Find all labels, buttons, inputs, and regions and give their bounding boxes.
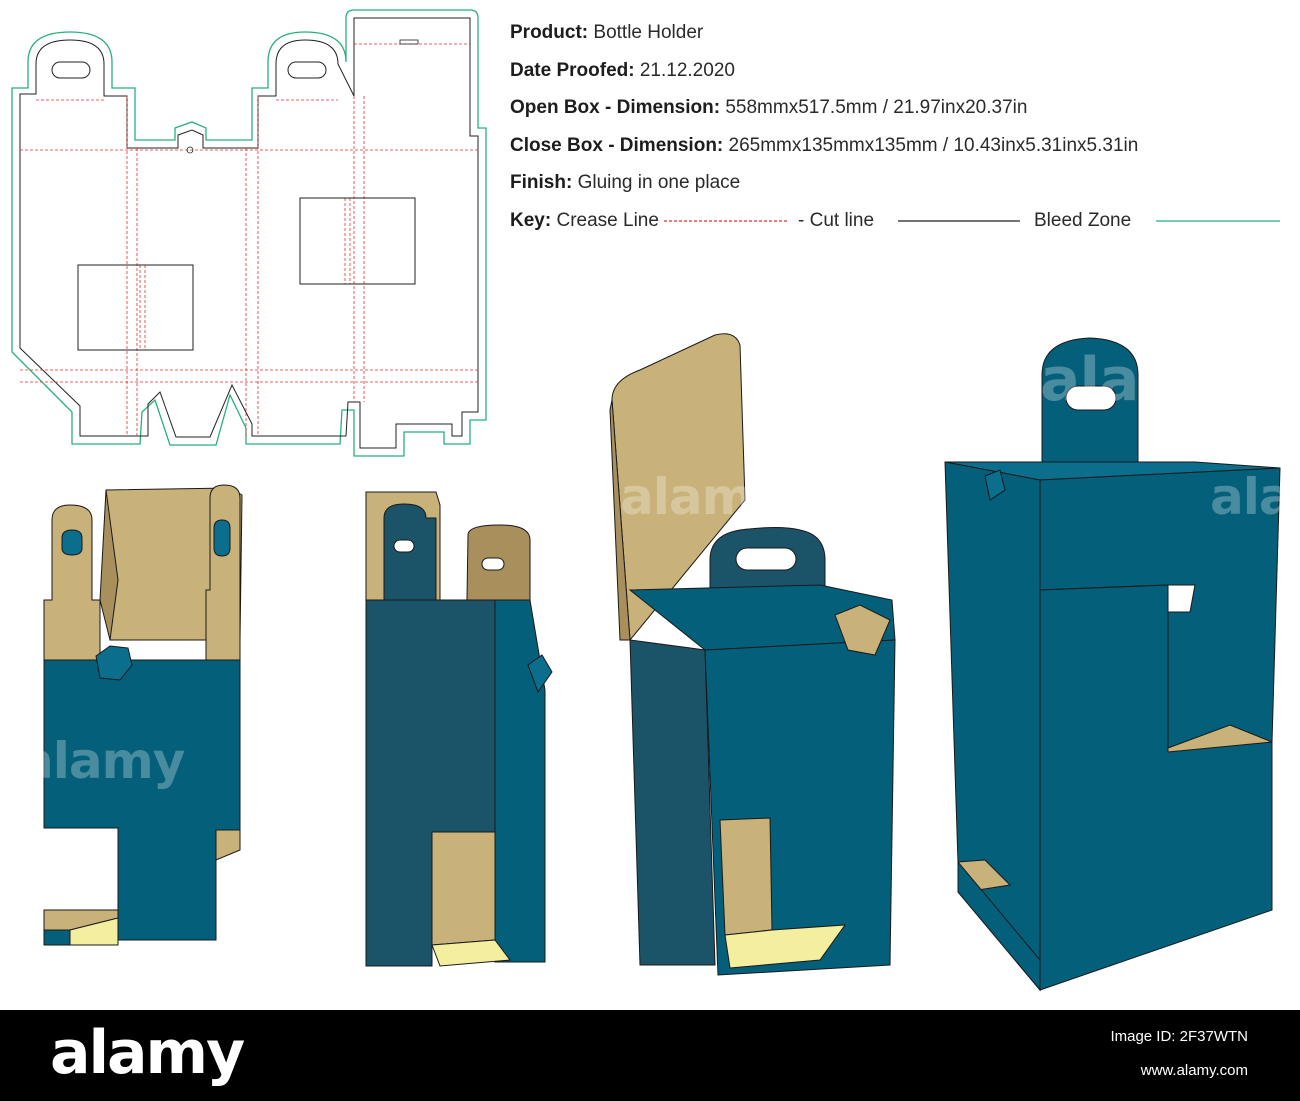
spec-product-label: Product: [510, 22, 589, 43]
spec-open-box: Open Box - Dimension: 558mmx517.5mm / 21… [510, 97, 1027, 119]
spec-product: Product: Bottle Holder [510, 22, 703, 44]
spec-product-value: Bottle Holder [593, 22, 704, 43]
spec-date-value: 21.12.2020 [639, 60, 735, 81]
spec-finish-value: Gluing in one place [577, 172, 741, 193]
spec-key: Key: Crease Line [510, 210, 659, 232]
footer-logo: alamy [50, 1018, 245, 1088]
footer-site: www.alamy.com [1140, 1062, 1248, 1079]
box-render-front-open [43, 484, 243, 946]
key-cut-label: - Cut line [798, 210, 875, 231]
bleed-outline [11, 9, 487, 457]
spec-date-label: Date Proofed: [510, 60, 635, 81]
handle-hole-left [51, 61, 91, 79]
handle-hole-right [287, 61, 327, 79]
spec-close-value: 265mmx135mmx135mm / 10.43inx5.31inx5.31i… [728, 135, 1139, 156]
footer-bar: alamy Image ID: 2F37WTN www.alamy.com [0, 1010, 1300, 1101]
spec-finish-label: Finish: [510, 172, 573, 193]
key-bleed-label: Bleed Zone [1034, 210, 1132, 231]
window-cutout-right [299, 197, 416, 285]
spec-finish: Finish: Gluing in one place [510, 172, 740, 194]
spec-close-label: Close Box - Dimension: [510, 135, 724, 156]
flat-dieline [11, 9, 487, 457]
box-render-open-lid [609, 333, 896, 976]
spec-date: Date Proofed: 21.12.2020 [510, 60, 735, 82]
footer-image-id: Image ID: 2F37WTN [1110, 1028, 1248, 1045]
cut-outline [19, 17, 479, 449]
box-render-side-handles [365, 491, 553, 967]
spec-open-label: Open Box - Dimension: [510, 97, 721, 118]
spec-close-box: Close Box - Dimension: 265mmx135mmx135mm… [510, 135, 1138, 157]
box-render-closed-handle [944, 337, 1281, 992]
spec-key-label: Key: [510, 210, 552, 231]
packaging-dieline-illustration [11, 9, 1281, 992]
key-crease-label: Crease Line [556, 210, 659, 231]
window-cutout-left [77, 264, 194, 351]
spec-open-value: 558mmx517.5mm / 21.97inx20.37in [725, 97, 1028, 118]
